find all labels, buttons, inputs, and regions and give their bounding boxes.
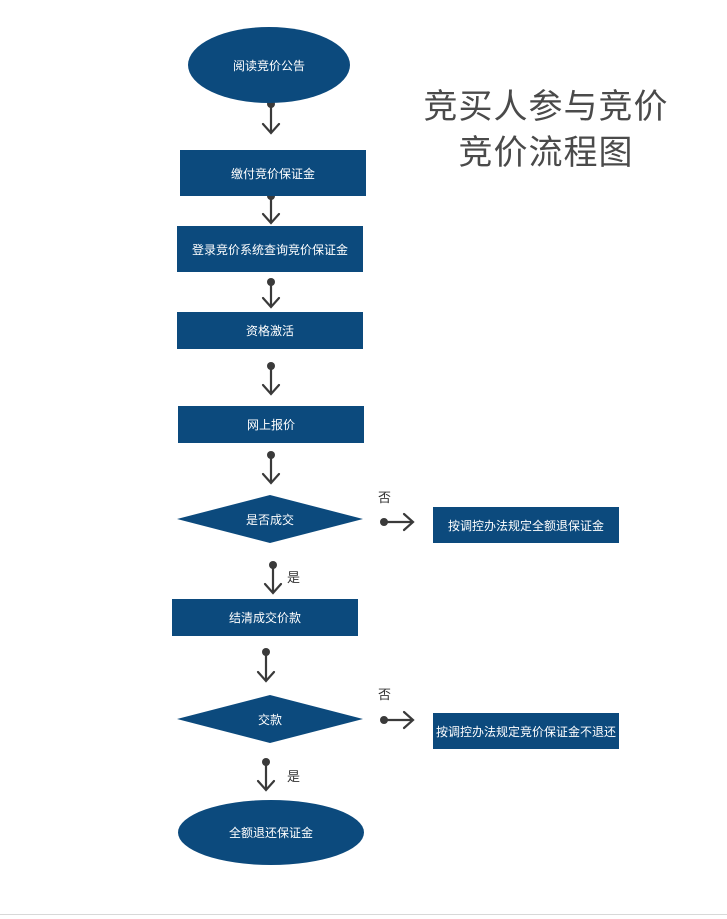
edge-label-no-2: 否 xyxy=(378,688,392,703)
decision-deal: 是否成交 xyxy=(177,495,363,543)
node-login-check: 登录竞价系统查询竞价保证金 xyxy=(177,226,363,272)
node-activate: 资格激活 xyxy=(177,312,363,349)
title-line-1: 竞买人参与竞价 xyxy=(423,87,669,127)
bottom-divider xyxy=(0,914,727,915)
edge-label-yes-2: 是 xyxy=(287,770,301,785)
node-settle: 结清成交价款 xyxy=(172,599,358,636)
diagram-title: 竞买人参与竞价 竞价流程图 xyxy=(410,84,682,176)
decision-pay-shape xyxy=(177,695,363,743)
node-pay-deposit: 缴付竞价保证金 xyxy=(180,150,366,196)
decision-pay-label: 交款 xyxy=(257,712,282,727)
node-refund-all: 按调控办法规定全额退保证金 xyxy=(433,507,619,543)
node-no-refund: 按调控办法规定竞价保证金不退还 xyxy=(433,713,619,749)
title-line-2: 竞价流程图 xyxy=(458,133,634,173)
node-read-notice: 阅读竞价公告 xyxy=(188,27,350,103)
edge-label-yes-1: 是 xyxy=(287,571,301,586)
edge-label-no-1: 否 xyxy=(378,491,392,506)
node-return-all: 全额退还保证金 xyxy=(178,800,364,865)
node-online-bid: 网上报价 xyxy=(178,406,364,443)
decision-deal-label: 是否成交 xyxy=(245,512,294,527)
decision-deal-shape xyxy=(177,495,363,543)
decision-pay: 交款 xyxy=(177,695,363,743)
